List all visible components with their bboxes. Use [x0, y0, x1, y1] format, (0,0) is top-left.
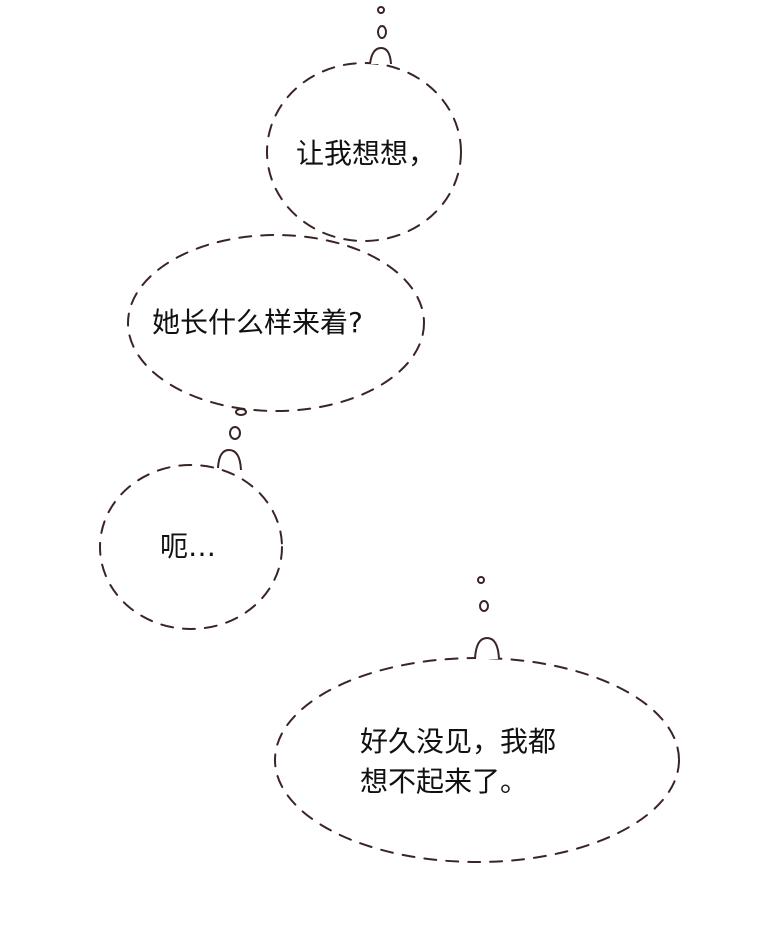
- bubble-1-text: 让我想想，: [296, 137, 437, 170]
- thought-dot: [229, 426, 241, 440]
- thought-dot: [477, 576, 485, 584]
- bubble-3-text: 呃…: [160, 530, 217, 563]
- thought-dot: [479, 600, 489, 612]
- bubble-4-text-line-1: 好久没见，我都: [360, 725, 557, 758]
- thought-dot: [377, 6, 385, 14]
- bubble-4-text-line-2: 想不起来了。: [360, 765, 529, 798]
- thought-bubble-2: [127, 234, 425, 412]
- thought-dot: [377, 25, 387, 39]
- thought-arc: [474, 636, 500, 660]
- thought-arc: [369, 46, 392, 65]
- thought-dot: [235, 408, 247, 416]
- thought-arc: [217, 448, 242, 471]
- bubble-2-text: 她长什么样来着?: [152, 306, 363, 339]
- thought-bubble-3: [99, 464, 283, 630]
- thought-bubble-1: [266, 62, 462, 242]
